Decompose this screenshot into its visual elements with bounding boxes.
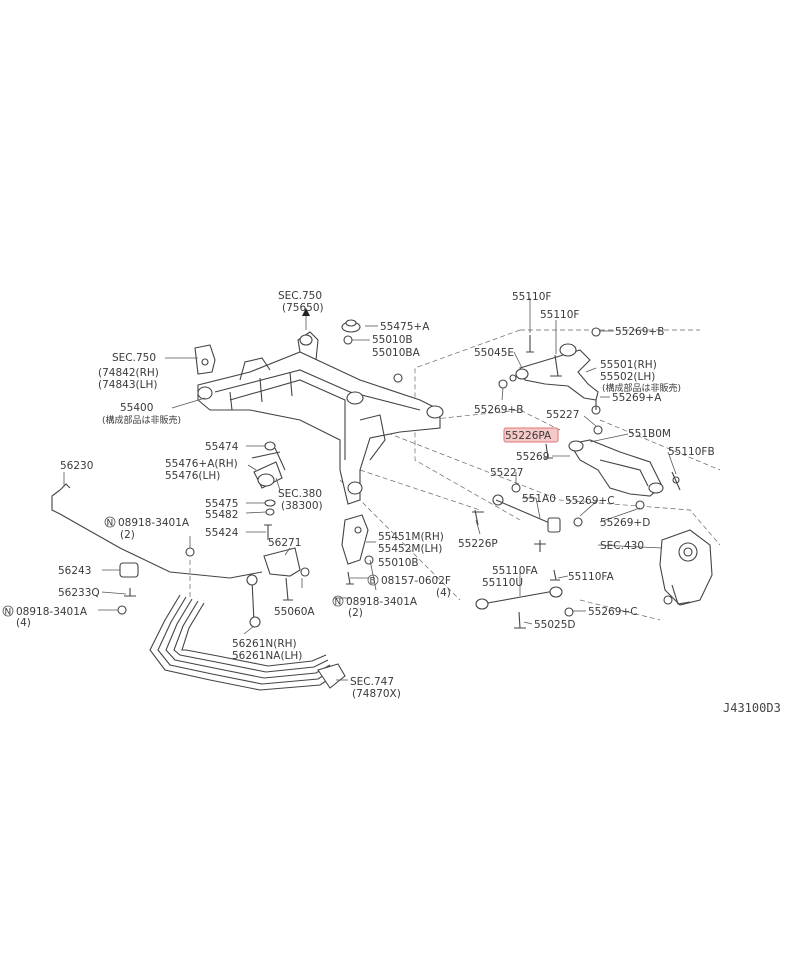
label-55502: 55502(LH) <box>600 371 655 383</box>
label-55475a: 55475+A <box>380 321 430 333</box>
label-55110f-2: 55110F <box>540 309 579 321</box>
label-08918-c-qty: (2) <box>348 607 363 619</box>
n-marker-icon <box>104 516 116 528</box>
label-sec750-top-sub: (75650) <box>282 302 324 314</box>
n-marker-icon-3 <box>332 595 344 607</box>
label-08918-b: 08918-3401A <box>16 606 88 618</box>
label-55110fa-1: 55110FA <box>492 565 538 577</box>
label-55475: 55475 <box>205 498 238 510</box>
label-08918-b-qty: (4) <box>16 617 31 629</box>
n-marker-letter-3: N <box>335 598 342 608</box>
label-sec750-left: SEC.750 <box>112 352 156 364</box>
label-08918-c: 08918-3401A <box>346 596 418 608</box>
label-551b0m: 551B0M <box>628 428 671 440</box>
n-marker-letter-2: N <box>5 608 12 618</box>
highlight-55226pa <box>503 427 559 459</box>
bushing-stack-left <box>251 441 286 540</box>
lower-link-55110u <box>475 569 574 629</box>
label-55110fb: 55110FB <box>668 446 715 458</box>
diagram-code: J43100D3 <box>723 701 781 715</box>
label-55110u: 55110U <box>482 577 523 589</box>
label-sec380: SEC.380 <box>278 488 322 500</box>
label-55424: 55424 <box>205 527 239 539</box>
label-sec747: SEC.747 <box>350 676 394 688</box>
n-marker-letter: N <box>107 519 114 529</box>
label-55452m: 55452M(LH) <box>378 543 442 555</box>
toe-link-551a0 <box>472 499 561 552</box>
rear-suspension-member <box>197 331 444 505</box>
label-08918-a: 08918-3401A <box>118 517 190 529</box>
label-56243: 56243 <box>58 565 91 577</box>
label-55269: 55269 <box>516 451 549 463</box>
assembly-guide-lines <box>189 329 721 621</box>
upper-link-arm <box>498 327 603 435</box>
label-56233q: 56233Q <box>58 587 100 599</box>
label-55269a: 55269+A <box>612 392 662 404</box>
leader-lines <box>63 298 677 681</box>
label-55269c-bot: 55269+C <box>588 606 638 618</box>
stabilizer-bar <box>51 483 263 615</box>
label-55025d: 55025D <box>534 619 576 631</box>
member-bracket <box>341 514 374 585</box>
lower-arm-551b0m <box>568 439 681 510</box>
label-55400: 55400 <box>120 402 153 414</box>
label-sec747-sub: (74870X) <box>352 688 401 700</box>
b-marker-icon <box>367 574 379 586</box>
label-55226pa: 55226PA <box>505 430 552 442</box>
label-sec430: SEC.430 <box>600 540 644 552</box>
stabilizer-link <box>246 547 310 628</box>
label-08157: 08157-0602F <box>381 575 451 587</box>
body-mount-bracket <box>194 344 216 375</box>
label-55269d: 55269+D <box>600 517 650 529</box>
label-74843: (74843(LH) <box>98 379 157 391</box>
label-551a0: 551A0 <box>522 493 556 505</box>
label-55476: 55476(LH) <box>165 470 220 482</box>
label-note-right: (構成部品は非販売) <box>602 382 681 394</box>
label-55060a: 55060A <box>274 606 315 618</box>
label-sec380-sub: (38300) <box>281 500 323 512</box>
label-55474: 55474 <box>205 441 239 453</box>
label-55269c-top: 55269+C <box>565 495 615 507</box>
knuckle-sec430 <box>659 529 713 606</box>
label-55269b-mid: 55269+B <box>474 404 523 416</box>
label-55482: 55482 <box>205 509 238 521</box>
label-sec750-top: SEC.750 <box>278 290 322 302</box>
label-55045e: 55045E <box>474 347 514 359</box>
label-55110f-1: 55110F <box>512 291 551 303</box>
label-56261na: 56261NA(LH) <box>232 650 302 662</box>
label-55010ba: 55010BA <box>372 347 421 359</box>
label-55227-top: 55227 <box>546 409 579 421</box>
n-marker-icon-2 <box>2 605 14 617</box>
label-56261n: 56261N(RH) <box>232 638 297 650</box>
part-labels: SEC.750 (75650) 55475+A 55010B 55010BA S… <box>2 290 715 700</box>
label-74842: (74842(RH) <box>98 367 159 379</box>
arrow-up <box>302 308 310 330</box>
label-note-left: (構成部品は非販売) <box>102 414 181 426</box>
label-56230: 56230 <box>60 460 93 472</box>
b-marker-letter: B <box>370 577 376 587</box>
label-55501: 55501(RH) <box>600 359 657 371</box>
label-55451m: 55451M(RH) <box>378 531 444 543</box>
label-55476a: 55476+A(RH) <box>165 458 238 470</box>
label-56271: 56271 <box>268 537 301 549</box>
label-08918-a-qty: (2) <box>120 529 135 541</box>
exhaust-mount-frame <box>149 594 346 691</box>
label-55227-mid: 55227 <box>490 467 523 479</box>
label-55269b-top: 55269+B <box>615 326 664 338</box>
label-08157-qty: (4) <box>436 587 451 599</box>
label-55010b-top: 55010B <box>372 334 413 346</box>
label-55010b-mid: 55010B <box>378 557 419 569</box>
label-55110fa-2: 55110FA <box>568 571 614 583</box>
label-55226p: 55226P <box>458 538 498 550</box>
